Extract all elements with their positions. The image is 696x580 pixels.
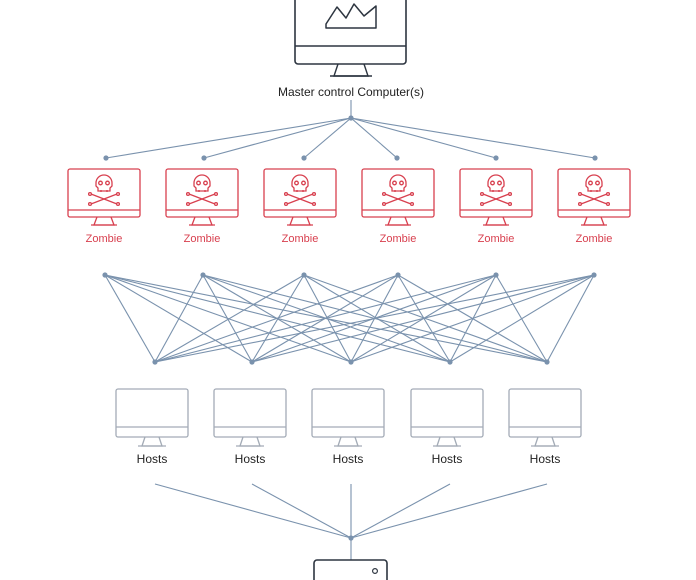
connection-lines bbox=[102, 100, 598, 560]
zombie-computer: Zombie bbox=[557, 168, 631, 245]
zombie-input-node bbox=[201, 155, 207, 161]
host-input-node bbox=[249, 359, 255, 365]
target-server-icon bbox=[313, 559, 388, 580]
zombie-to-host-line bbox=[154, 274, 305, 363]
zombie-to-host-line bbox=[303, 274, 548, 363]
host-to-target-line bbox=[350, 483, 548, 539]
host-input-node bbox=[348, 359, 354, 365]
zombie-label: Zombie bbox=[282, 233, 319, 245]
master-to-zombie-line bbox=[350, 117, 497, 159]
zombie-input-node bbox=[301, 155, 307, 161]
zombie-output-node bbox=[200, 272, 206, 278]
zombie-input-node bbox=[103, 155, 109, 161]
monitor-icon bbox=[508, 388, 582, 447]
monitor-icon bbox=[311, 388, 385, 447]
host-computer: Hosts bbox=[311, 388, 385, 466]
zombie-output-node bbox=[102, 272, 108, 278]
zombie-output-node bbox=[493, 272, 499, 278]
host-computer: Hosts bbox=[115, 388, 189, 466]
master-to-zombie-line bbox=[350, 117, 596, 159]
zombie-input-node bbox=[592, 155, 598, 161]
master-to-zombie-line bbox=[105, 117, 352, 159]
zombie-to-host-line bbox=[202, 274, 253, 363]
host-computer: Hosts bbox=[508, 388, 582, 466]
skull-crossbones-monitor-icon bbox=[67, 168, 141, 226]
zombie-output-node bbox=[301, 272, 307, 278]
zombie-to-host-line bbox=[104, 274, 156, 363]
zombie-label: Zombie bbox=[86, 233, 123, 245]
monitor-icon bbox=[410, 388, 484, 447]
zombie-computer: Zombie bbox=[459, 168, 533, 245]
host-label: Hosts bbox=[333, 452, 364, 466]
master-computer-label: Master control Computer(s) bbox=[278, 85, 424, 99]
skull-crossbones-monitor-icon bbox=[263, 168, 337, 226]
master-to-zombie-line bbox=[203, 117, 352, 159]
zombie-to-host-line bbox=[546, 274, 595, 363]
zombie-input-node bbox=[493, 155, 499, 161]
zombie-output-node bbox=[591, 272, 597, 278]
skull-crossbones-monitor-icon bbox=[557, 168, 631, 226]
zombie-to-host-line bbox=[154, 274, 399, 363]
zombie-computer: Zombie bbox=[165, 168, 239, 245]
skull-crossbones-monitor-icon bbox=[165, 168, 239, 226]
zombie-computer: Zombie bbox=[361, 168, 435, 245]
zombie-label: Zombie bbox=[184, 233, 221, 245]
zombie-output-node bbox=[395, 272, 401, 278]
zombie-to-host-line bbox=[350, 274, 595, 363]
zombie-row: Zombie Zombie Zombie Zombie Zombie Zombie bbox=[67, 168, 631, 245]
monitor-icon bbox=[115, 388, 189, 447]
host-input-node bbox=[152, 359, 158, 365]
host-computer: Hosts bbox=[213, 388, 287, 466]
host-label: Hosts bbox=[235, 452, 266, 466]
master-computer-icon bbox=[294, 0, 407, 77]
monitor-icon bbox=[213, 388, 287, 447]
host-to-target-line bbox=[251, 483, 352, 539]
zombie-to-host-line bbox=[154, 274, 595, 363]
skull-crossbones-monitor-icon bbox=[361, 168, 435, 226]
host-input-node bbox=[544, 359, 550, 365]
host-to-target-line bbox=[350, 483, 451, 539]
host-to-target-line bbox=[154, 483, 352, 539]
zombie-label: Zombie bbox=[576, 233, 613, 245]
zombie-input-node bbox=[394, 155, 400, 161]
zombie-to-host-line bbox=[449, 274, 595, 363]
master-to-zombie-line bbox=[303, 117, 352, 159]
zombie-label: Zombie bbox=[380, 233, 417, 245]
zombie-computer: Zombie bbox=[263, 168, 337, 245]
zombie-to-host-line bbox=[154, 274, 204, 363]
zombie-to-host-line bbox=[154, 274, 497, 363]
zombie-to-host-line bbox=[251, 274, 595, 363]
zombie-label: Zombie bbox=[478, 233, 515, 245]
host-input-node bbox=[447, 359, 453, 365]
host-computer: Hosts bbox=[410, 388, 484, 466]
host-row: Hosts Hosts Hosts Hosts Hosts bbox=[115, 388, 582, 466]
zombie-computer: Zombie bbox=[67, 168, 141, 245]
target-hub-node bbox=[348, 535, 354, 541]
skull-crossbones-monitor-icon bbox=[459, 168, 533, 226]
host-label: Hosts bbox=[137, 452, 168, 466]
master-to-zombie-line bbox=[350, 117, 398, 159]
master-hub-node bbox=[348, 115, 354, 121]
host-label: Hosts bbox=[530, 452, 561, 466]
host-label: Hosts bbox=[432, 452, 463, 466]
